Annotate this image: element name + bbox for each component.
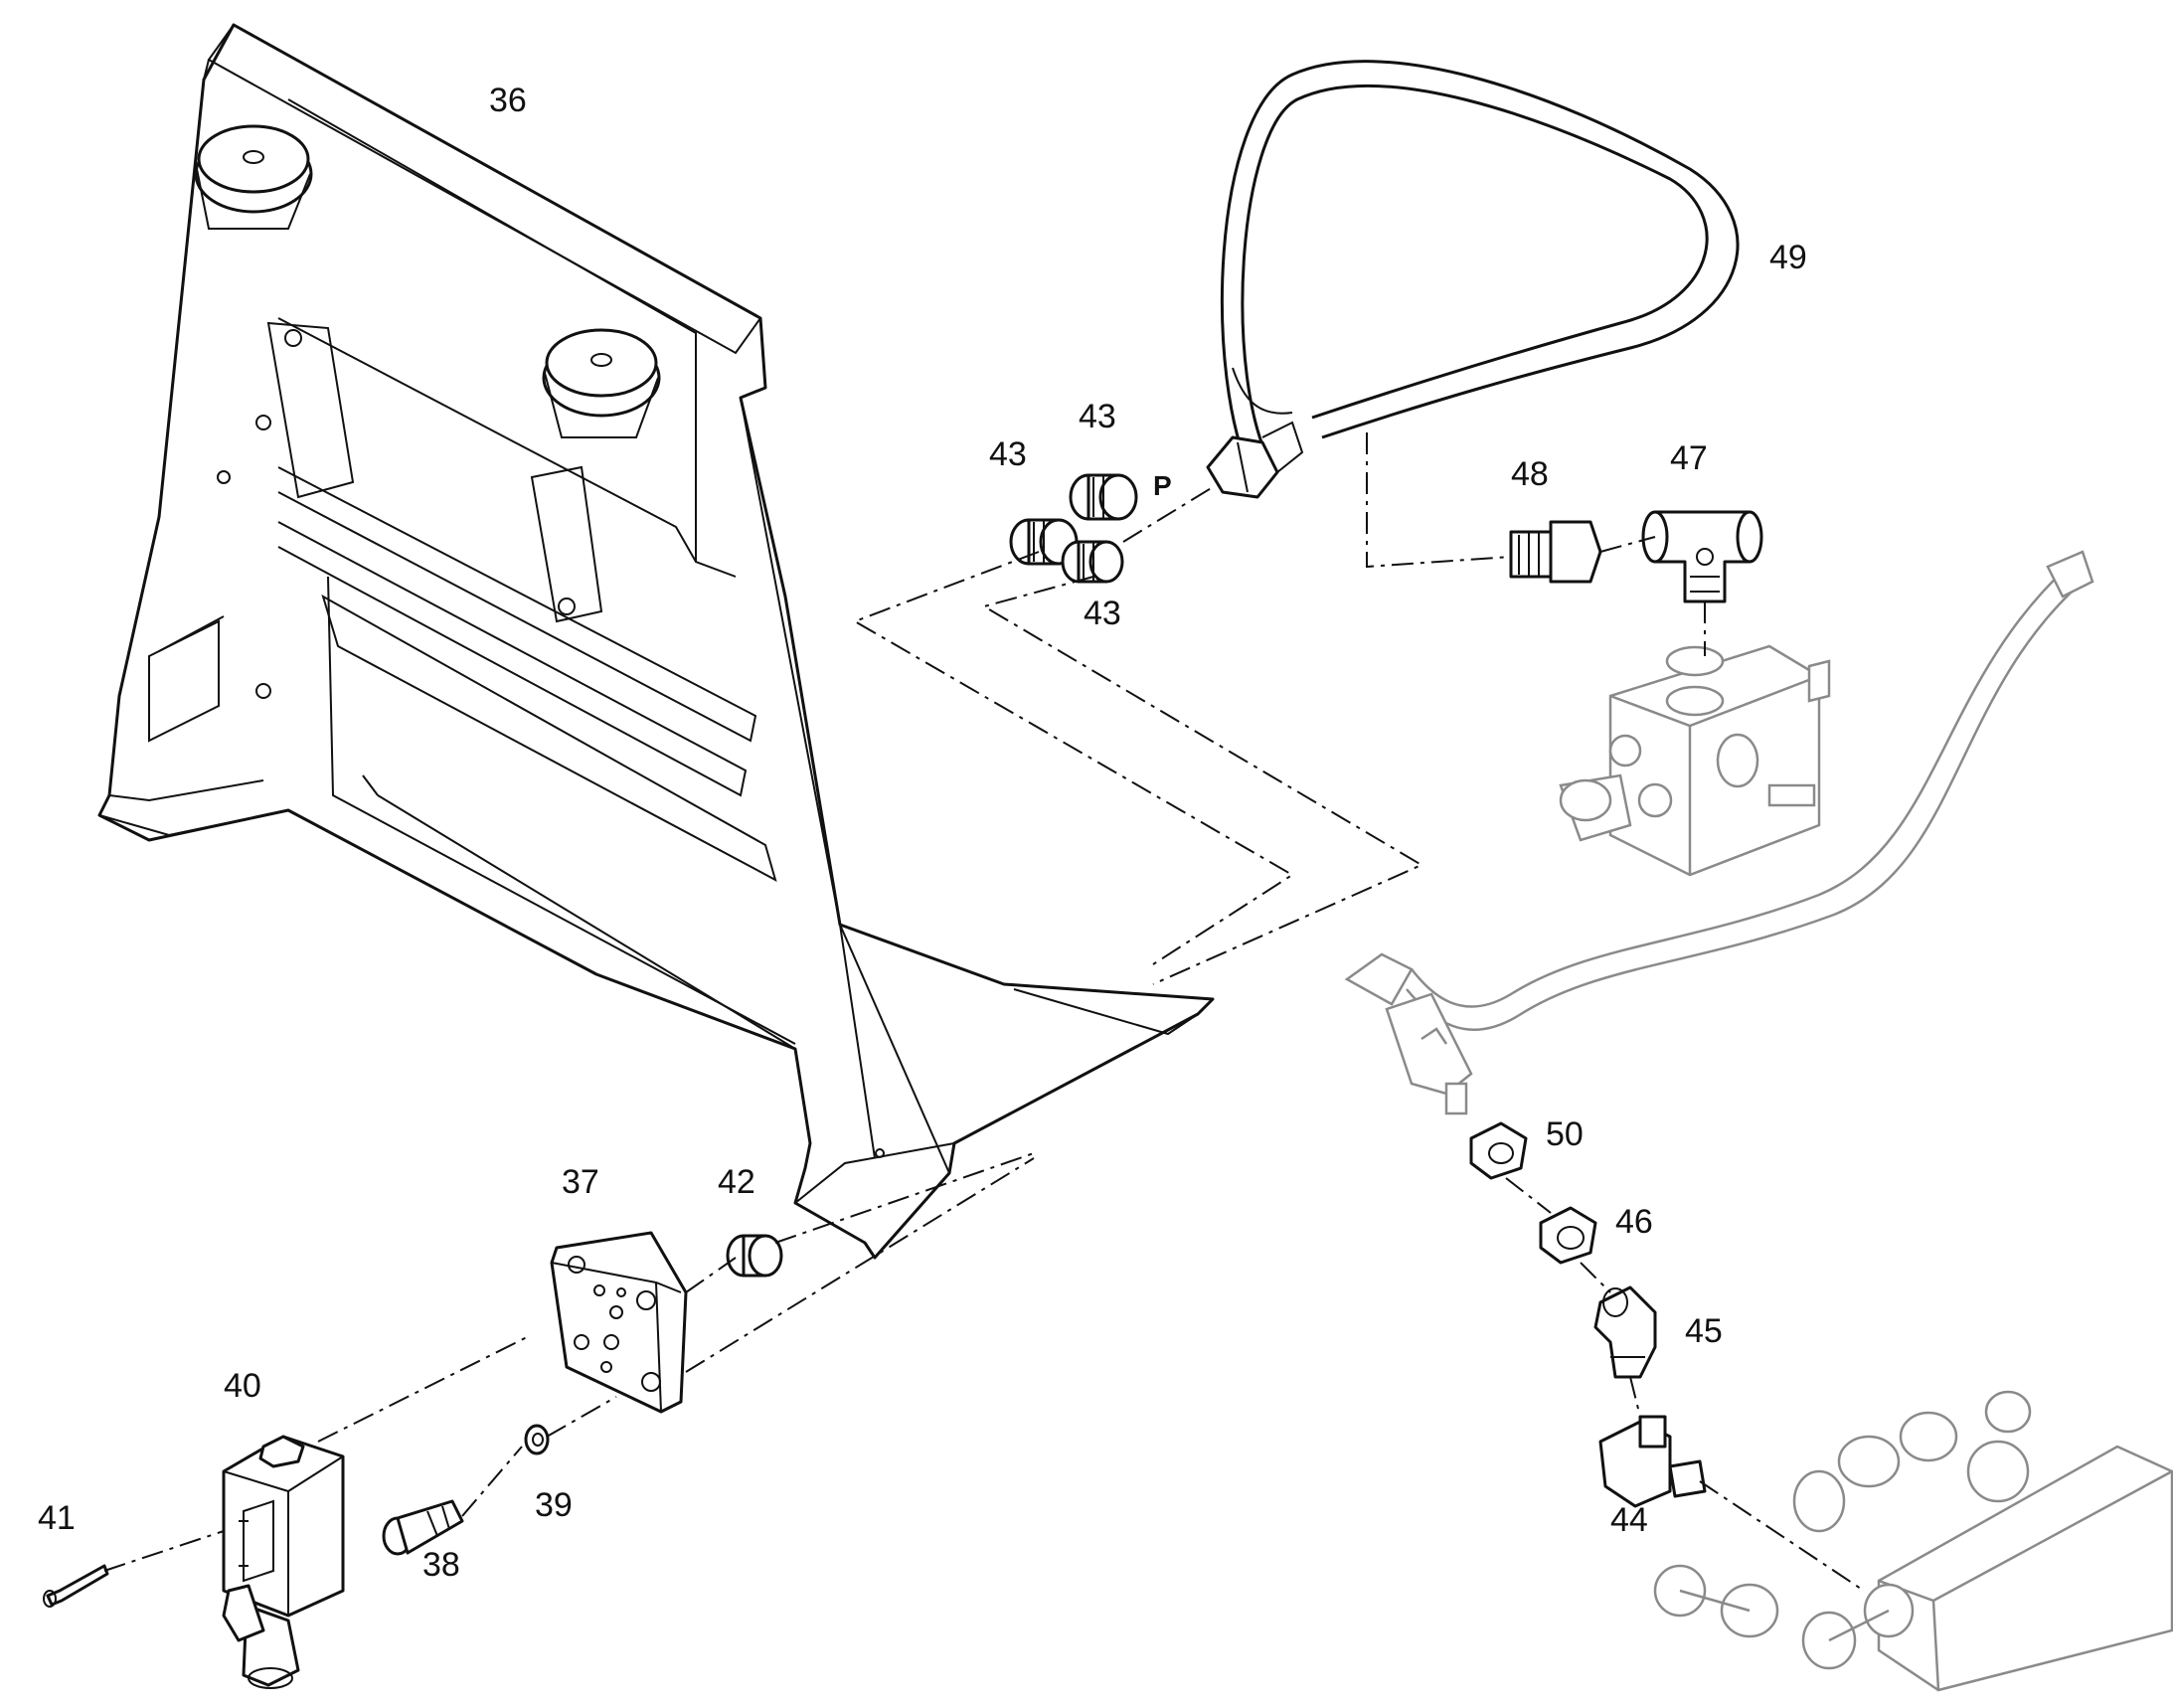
callout-45: 45 bbox=[1685, 1312, 1723, 1350]
part-42-plug bbox=[726, 1234, 783, 1278]
callout-43-bottom: 43 bbox=[1084, 595, 1121, 632]
part-50-nut bbox=[1469, 1121, 1528, 1180]
part-40-solenoid bbox=[222, 1435, 345, 1689]
callout-43-left: 43 bbox=[989, 435, 1027, 473]
callout-42: 42 bbox=[718, 1163, 755, 1201]
valve-block-upper bbox=[1559, 644, 1831, 877]
part-50-filter bbox=[1344, 952, 1473, 1115]
valve-block-lower bbox=[1653, 1390, 2173, 1692]
part-47-tee bbox=[1641, 510, 1763, 603]
callout-36: 36 bbox=[489, 82, 527, 119]
callouts: 36 49 43 43 43 P 48 47 37 42 50 46 45 40… bbox=[38, 82, 1807, 1584]
part-48-fitting bbox=[1509, 520, 1602, 584]
callout-41: 41 bbox=[38, 1499, 76, 1537]
leader-lines bbox=[103, 432, 1865, 1592]
part-36-frame bbox=[97, 23, 1215, 1260]
part-45-elbow bbox=[1593, 1285, 1657, 1379]
part-39-washer bbox=[524, 1424, 550, 1455]
part-43-adapters bbox=[1009, 473, 1138, 584]
callout-48: 48 bbox=[1511, 455, 1549, 493]
callout-47: 47 bbox=[1670, 439, 1708, 477]
callout-40: 40 bbox=[224, 1367, 261, 1405]
callout-50: 50 bbox=[1546, 1115, 1584, 1153]
callout-49: 49 bbox=[1769, 239, 1807, 276]
part-37-plate bbox=[550, 1231, 688, 1414]
part-46-nut bbox=[1539, 1206, 1597, 1265]
adapter-43-c bbox=[1061, 540, 1124, 584]
part-44-tee bbox=[1598, 1415, 1707, 1508]
callout-38: 38 bbox=[422, 1546, 460, 1584]
long-hose bbox=[1406, 550, 2094, 1031]
callout-39: 39 bbox=[535, 1486, 573, 1524]
part-49-hose bbox=[1206, 60, 1740, 499]
adapter-43-b bbox=[1069, 473, 1138, 521]
callout-43-top: 43 bbox=[1079, 398, 1116, 435]
part-38-bolt bbox=[382, 1499, 464, 1556]
callout-37: 37 bbox=[562, 1163, 599, 1201]
callout-port-p: P bbox=[1153, 470, 1172, 501]
part-41-screw bbox=[43, 1564, 109, 1608]
callout-44: 44 bbox=[1610, 1501, 1648, 1539]
callout-46: 46 bbox=[1615, 1203, 1653, 1241]
